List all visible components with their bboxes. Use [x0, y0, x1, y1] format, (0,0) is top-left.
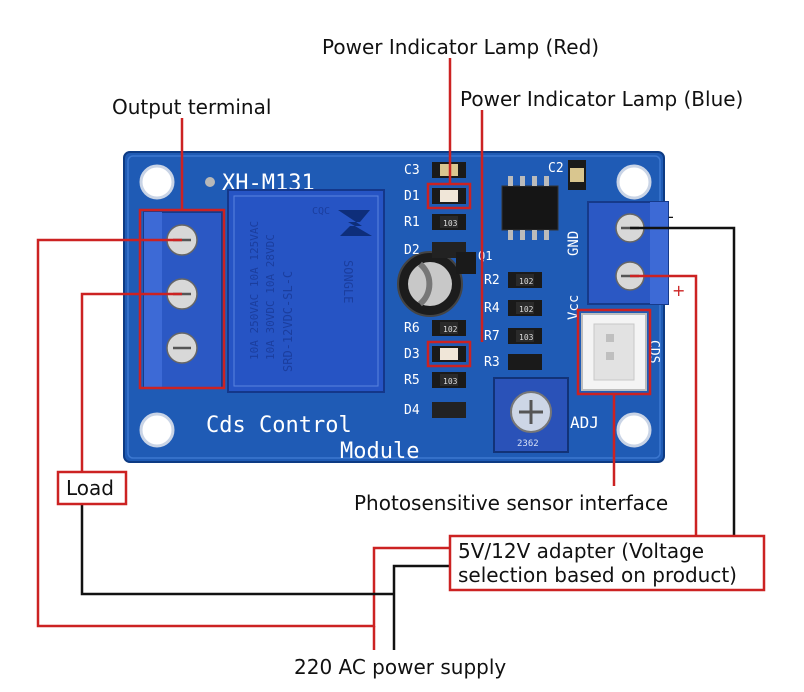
gnd-label: GND [566, 231, 582, 256]
r5-label: R5 [404, 373, 420, 388]
r1-code: 103 [443, 219, 458, 228]
diagram-labels: Power Indicator Lamp (Red) Power Indicat… [56, 35, 766, 679]
adapter-box [448, 534, 766, 592]
output-terminal-label: Output terminal [112, 95, 271, 119]
r4-code: 102 [519, 305, 534, 314]
cds-label: CDS [646, 340, 661, 363]
d3-label: D3 [404, 347, 420, 362]
mount-hole-tr [616, 164, 652, 200]
relay-line2: 10A 30VDC 10A 28VDC [264, 234, 277, 360]
ac-wire-red [36, 238, 450, 628]
r1-label: R1 [404, 215, 420, 230]
c2-label: C2 [548, 161, 564, 176]
d3-highlight [426, 340, 472, 368]
relay-line3: SRD-12VDC-SL-C [281, 271, 295, 372]
load-wire-red [80, 292, 182, 472]
adapter-label-line2: selection based on product) [458, 563, 737, 587]
q1-label: Q1 [478, 249, 492, 263]
board-title-line1: Cds Control [206, 413, 352, 438]
d4-label: D4 [404, 403, 420, 418]
ac-wire-black [392, 564, 450, 594]
board-title-line2: Module [340, 439, 419, 464]
vcc-wire [630, 274, 698, 536]
ac-supply-label: 220 AC power supply [294, 655, 506, 679]
photosensitive-label: Photosensitive sensor interface [354, 491, 668, 515]
d1-label: D1 [404, 189, 420, 204]
relay: 10A 250VAC 10A 125VAC 10A 30VDC 10A 28VD… [227, 189, 385, 393]
r6-code: 102 [443, 325, 458, 334]
relay-brand: SONGLE [341, 260, 355, 303]
electrolytic-capacitor [397, 251, 463, 317]
callout-lines [36, 58, 736, 650]
cds-sensor-connector [581, 313, 647, 391]
mount-hole-br [616, 412, 652, 448]
r2-label: R2 [484, 273, 500, 288]
pot-code: 2362 [517, 439, 539, 449]
songle-logo-icon [338, 210, 372, 236]
adapter-label-line1: 5V/12V adapter (Voltage [458, 539, 704, 563]
d2-label: D2 [404, 243, 420, 258]
mount-hole-tl [139, 164, 175, 200]
r7-code: 103 [519, 333, 534, 342]
r7-label: R7 [484, 329, 500, 344]
r2-code: 102 [519, 277, 534, 286]
plus-sign: + [672, 281, 685, 300]
r3-label: R3 [484, 355, 500, 370]
ic-chip [501, 176, 559, 240]
load-wire-black [80, 504, 394, 596]
r6-label: R6 [404, 321, 420, 336]
power-lamp-blue-label: Power Indicator Lamp (Blue) [460, 87, 743, 111]
minus-sign: - [668, 207, 674, 226]
load-box [56, 470, 128, 506]
r4-label: R4 [484, 301, 500, 316]
relay-cqc: CQC [312, 206, 330, 217]
adj-label: ADJ [570, 413, 599, 432]
relay-line1: 10A 250VAC 10A 125VAC [248, 221, 261, 360]
r5-code: 103 [443, 377, 458, 386]
mount-hole-bl [139, 412, 175, 448]
vcc-label: Vcc [566, 295, 582, 320]
load-label: Load [66, 476, 114, 500]
smd-components: C3 D1 R1 103 D2 Q1 R6 102 D3 R5 103 D4 R… [404, 160, 586, 418]
gnd-wire [630, 226, 736, 536]
power-lamp-red-label: Power Indicator Lamp (Red) [322, 35, 599, 59]
potentiometer[interactable]: 2362 [493, 377, 569, 453]
c3-label: C3 [404, 163, 420, 178]
output-terminal-block [143, 211, 223, 389]
power-terminal-block [587, 201, 669, 305]
